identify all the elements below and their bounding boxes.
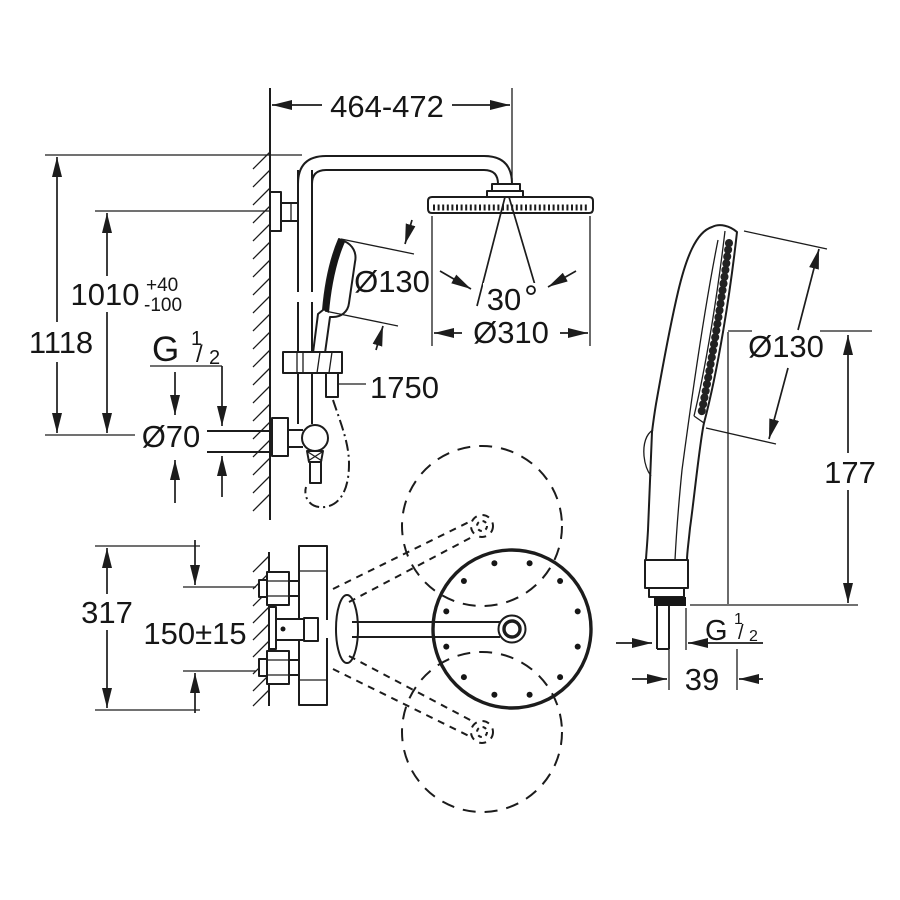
arm-hub bbox=[497, 614, 527, 644]
tolerance-minus-label: -100 bbox=[144, 295, 182, 316]
shower-riser-pipe bbox=[297, 170, 313, 424]
head-shower-side bbox=[427, 183, 594, 214]
rosette-dia-label: Ø70 bbox=[142, 419, 201, 454]
shower-arm-pipe bbox=[297, 155, 513, 200]
slide-bracket bbox=[282, 351, 343, 398]
wall bbox=[252, 88, 271, 520]
arm-escutcheon bbox=[335, 594, 359, 664]
height-total-label: 1118 bbox=[29, 325, 93, 360]
shower-hose bbox=[304, 399, 350, 509]
valve-height-label: 317 bbox=[81, 595, 133, 630]
spray-angle-label: 30 bbox=[487, 282, 521, 317]
nozzle-dots bbox=[443, 560, 581, 698]
hand-dia-side-label: Ø130 bbox=[748, 329, 824, 364]
head-connector bbox=[491, 183, 521, 192]
dim-hose-length: 1750 bbox=[338, 370, 439, 405]
dim-height-total: 1118 bbox=[29, 154, 302, 436]
hand-thread-num: 1 bbox=[734, 611, 743, 628]
dim-inlet-spacing: 150±15 bbox=[143, 540, 256, 713]
dim-height-install: 1010 +40 -100 bbox=[71, 210, 270, 433]
dim-valve-height: 317 bbox=[81, 545, 200, 711]
thermostat-top-view bbox=[258, 545, 328, 706]
dim-conn-offset: 39 bbox=[632, 649, 763, 697]
inlet-union-bottom bbox=[266, 650, 290, 685]
head-disc bbox=[431, 548, 593, 710]
bottom-view: 317 150±15 bbox=[81, 445, 593, 813]
dim-head-dia: Ø310 bbox=[431, 216, 591, 350]
thread-stub bbox=[656, 606, 670, 650]
cartridge bbox=[275, 618, 305, 641]
hose-length-label: 1750 bbox=[370, 370, 439, 405]
inlet-union-top bbox=[266, 571, 290, 606]
hand-thread-slash: / bbox=[738, 622, 744, 644]
thermostat-valve bbox=[207, 417, 329, 484]
hose-connector bbox=[309, 461, 322, 484]
hand-shower-face bbox=[323, 239, 345, 313]
rosette bbox=[271, 417, 289, 457]
wall-thread-slash: / bbox=[196, 341, 203, 368]
hand-thread-den: 2 bbox=[749, 628, 758, 645]
side-view: Ø130 177 G 1 / 2 39 bbox=[616, 224, 876, 697]
wall-thread-num: 1 bbox=[191, 328, 202, 350]
wall-thread-den: 2 bbox=[209, 347, 220, 369]
arm-reach-label: 464-472 bbox=[330, 89, 444, 124]
nozzle-band bbox=[697, 239, 733, 419]
dim-hand-length: 177 bbox=[690, 330, 876, 606]
dim-wall-thread: G 1 / 2 bbox=[150, 328, 227, 497]
hand-shower-side bbox=[643, 224, 738, 650]
hand-length-label: 177 bbox=[824, 455, 876, 490]
hose-outlet bbox=[325, 372, 339, 398]
dim-hand-dia-main: Ø130 bbox=[324, 219, 430, 351]
head-shower-top-view bbox=[335, 548, 593, 710]
hand-thread-g: G bbox=[705, 615, 728, 647]
height-install-label: 1010 bbox=[71, 277, 140, 312]
dim-hand-dia-side: Ø130 bbox=[705, 230, 828, 445]
hand-dia-label: Ø130 bbox=[354, 264, 430, 299]
main-view: 30 ° Ø310 464-472 1118 bbox=[29, 88, 594, 520]
tolerance-plus-label: +40 bbox=[146, 275, 178, 296]
hand-shower-main bbox=[312, 238, 357, 354]
head-dia-label: Ø310 bbox=[473, 315, 549, 350]
swivel-positions bbox=[332, 445, 563, 813]
dim-hand-thread: G 1 / 2 bbox=[616, 608, 763, 650]
handle-hex bbox=[644, 559, 689, 589]
valve-ball-joint bbox=[301, 424, 329, 452]
dim-arm-reach: 464-472 bbox=[272, 88, 513, 182]
inlet-spacing-label: 150±15 bbox=[143, 616, 246, 651]
degree-sign: ° bbox=[524, 279, 538, 318]
connector-ring bbox=[654, 597, 686, 606]
conn-offset-label: 39 bbox=[685, 662, 719, 697]
dim-spray-angle: 30 ° bbox=[439, 196, 577, 318]
wall-thread-g: G bbox=[152, 330, 179, 369]
wall-bracket bbox=[269, 191, 299, 232]
dim-rosette: Ø70 bbox=[142, 372, 201, 503]
